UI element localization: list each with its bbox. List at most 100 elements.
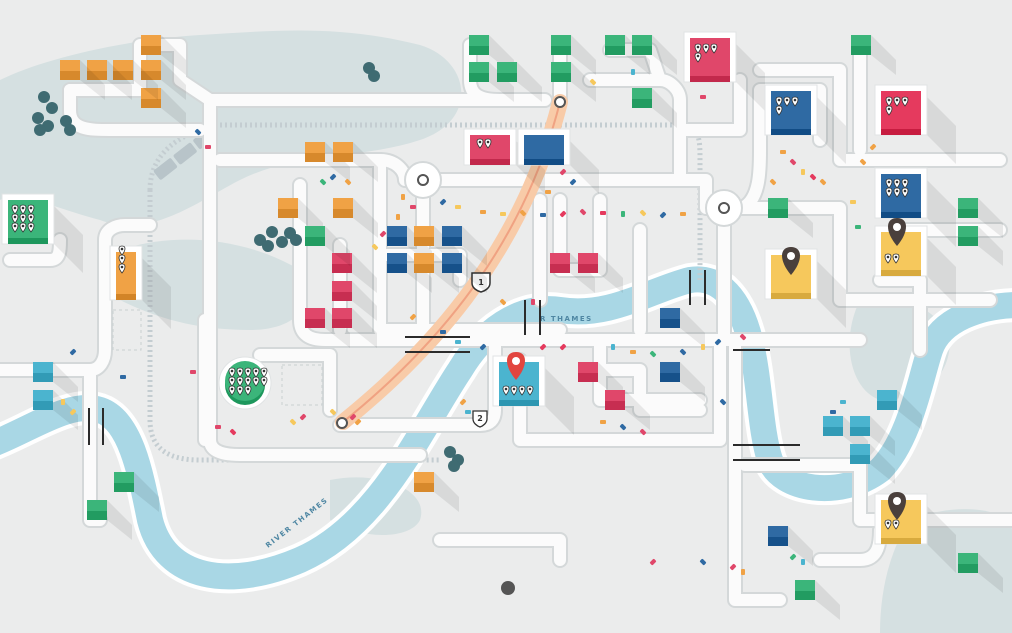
car xyxy=(194,128,202,136)
location-pin-icon xyxy=(244,376,252,387)
house[interactable] xyxy=(551,62,596,102)
house[interactable] xyxy=(333,142,378,182)
car xyxy=(780,150,786,154)
tree-icon xyxy=(368,70,380,82)
house[interactable] xyxy=(442,253,487,293)
location-pin-icon xyxy=(252,376,260,387)
business[interactable] xyxy=(683,31,765,111)
house[interactable] xyxy=(958,226,1003,266)
location-pin-icon[interactable] xyxy=(888,218,906,246)
house[interactable] xyxy=(141,88,186,128)
location-pin-icon xyxy=(775,96,783,107)
house[interactable] xyxy=(141,35,186,75)
business[interactable] xyxy=(874,167,956,247)
location-pin-icon[interactable] xyxy=(888,492,906,520)
business[interactable] xyxy=(874,84,956,164)
location-pin-icon xyxy=(19,222,27,233)
house[interactable] xyxy=(114,472,159,512)
house[interactable] xyxy=(632,88,677,128)
house[interactable] xyxy=(958,553,1003,593)
trees xyxy=(32,62,464,472)
road-network[interactable] xyxy=(0,37,1012,608)
house[interactable] xyxy=(333,198,378,238)
car xyxy=(455,205,461,209)
tree-icon xyxy=(46,102,58,114)
motorway-junction-icon[interactable] xyxy=(336,417,348,429)
cursor-dot-icon xyxy=(501,581,515,595)
house[interactable] xyxy=(605,390,650,430)
house[interactable] xyxy=(660,308,705,348)
house[interactable] xyxy=(660,362,705,402)
house[interactable] xyxy=(958,198,1003,238)
house[interactable] xyxy=(442,226,487,266)
roundabout-icon xyxy=(417,174,429,186)
house[interactable] xyxy=(850,416,895,456)
house[interactable] xyxy=(414,472,459,512)
house[interactable] xyxy=(851,35,896,75)
house[interactable] xyxy=(795,580,840,620)
business[interactable] xyxy=(764,84,846,164)
car xyxy=(559,343,567,351)
location-pin-icon xyxy=(893,187,901,198)
house[interactable] xyxy=(551,35,596,75)
location-pin-icon xyxy=(885,105,893,116)
bridge-icon xyxy=(405,336,470,353)
location-pin-icon xyxy=(236,367,244,378)
house[interactable] xyxy=(850,444,895,484)
house[interactable] xyxy=(332,308,377,348)
business[interactable] xyxy=(492,355,574,435)
buildings[interactable] xyxy=(1,31,1003,620)
house[interactable] xyxy=(33,362,78,402)
house[interactable] xyxy=(332,281,377,321)
house[interactable] xyxy=(141,60,186,100)
location-pin-icon xyxy=(885,96,893,107)
business[interactable] xyxy=(109,245,171,329)
motorway-junction-icon[interactable] xyxy=(554,96,566,108)
house[interactable] xyxy=(60,60,105,100)
car xyxy=(519,209,527,217)
roundabout-icon xyxy=(718,202,730,214)
car xyxy=(539,343,547,351)
car xyxy=(499,298,507,306)
location-pin-icon xyxy=(11,213,19,224)
car xyxy=(850,200,856,204)
house[interactable] xyxy=(305,226,350,266)
car xyxy=(859,158,867,166)
business[interactable] xyxy=(218,356,272,410)
house[interactable] xyxy=(87,60,132,100)
river-label: R THAMES xyxy=(540,315,593,323)
business[interactable] xyxy=(517,128,599,194)
bridge-icon xyxy=(524,300,541,335)
tree-icon xyxy=(262,240,274,252)
house[interactable] xyxy=(113,60,158,100)
location-pin-icon xyxy=(236,385,244,396)
house[interactable] xyxy=(497,62,542,102)
location-pin-icon[interactable] xyxy=(507,352,525,380)
car xyxy=(809,173,817,181)
business[interactable] xyxy=(1,193,83,273)
house[interactable] xyxy=(332,253,377,293)
house[interactable] xyxy=(33,390,78,430)
location-pin-icon xyxy=(885,187,893,198)
car xyxy=(630,350,636,354)
house[interactable] xyxy=(578,253,623,293)
location-pin-icon xyxy=(236,376,244,387)
roundabouts[interactable] xyxy=(404,161,743,227)
house[interactable] xyxy=(632,35,677,75)
house[interactable] xyxy=(768,198,813,238)
car xyxy=(440,330,446,334)
car xyxy=(69,348,77,356)
house[interactable] xyxy=(768,526,813,566)
location-pin-icon xyxy=(19,204,27,215)
house[interactable] xyxy=(877,390,922,430)
car xyxy=(540,213,546,217)
tree-icon xyxy=(276,236,288,248)
house[interactable] xyxy=(87,500,132,540)
location-pin-icon xyxy=(893,178,901,189)
location-pin-icon[interactable] xyxy=(782,247,800,275)
location-pin-icon xyxy=(502,385,510,396)
car xyxy=(69,408,77,416)
location-pin-icon xyxy=(228,385,236,396)
